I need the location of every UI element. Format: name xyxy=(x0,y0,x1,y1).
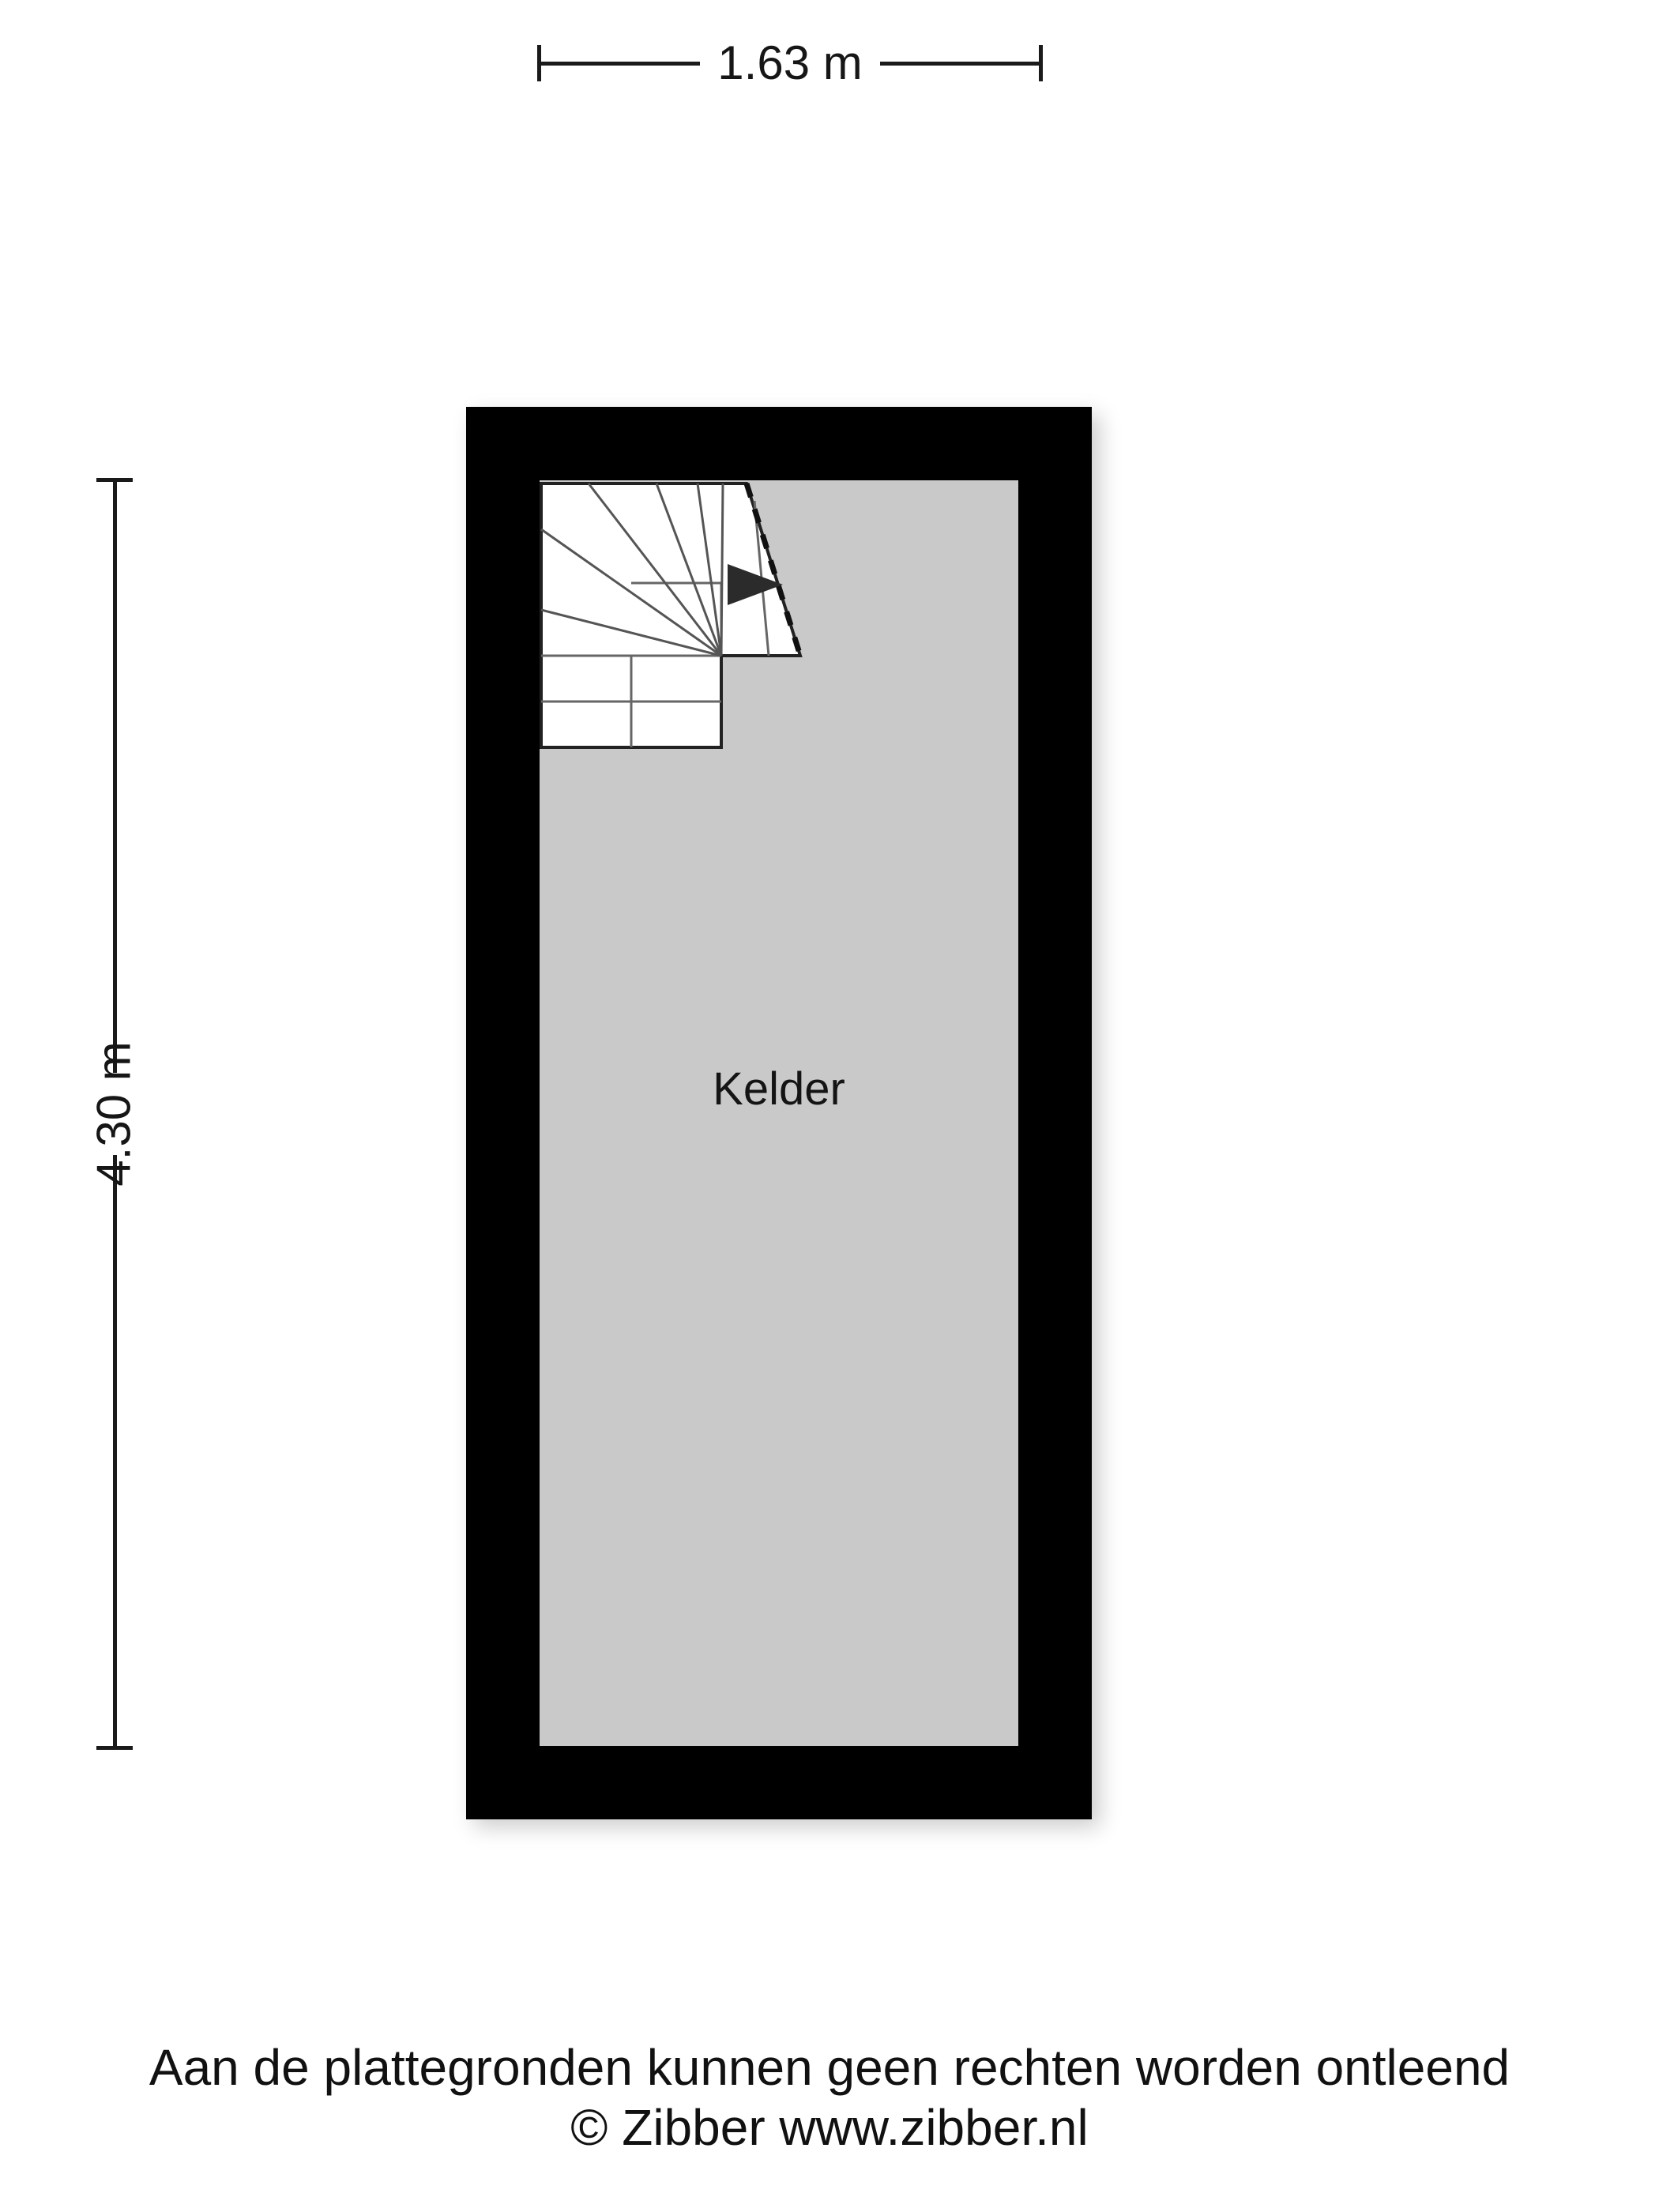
height-dimension-tick-bottom xyxy=(96,1746,133,1750)
height-dimension-label: 4.30 m xyxy=(88,1041,141,1187)
height-dimension-tick-top xyxy=(96,478,133,482)
height-dimension: 4.30 m xyxy=(71,478,158,1750)
width-dimension-rule-right xyxy=(879,61,1039,66)
height-dimension-rule-bottom xyxy=(112,1155,117,1746)
staircase-winder-lines xyxy=(540,483,724,657)
floorplan-drawing: Kelder xyxy=(466,407,1092,1819)
height-dimension-rule-top xyxy=(112,482,117,1073)
staircase-cut-line xyxy=(743,482,803,657)
width-dimension-label: 1.63 m xyxy=(717,36,863,89)
room-label-kelder: Kelder xyxy=(713,1063,845,1115)
footer-copyright: © Zibber www.zibber.nl xyxy=(570,2098,1089,2156)
footer-disclaimer: Aan de plattegronden kunnen geen rechten… xyxy=(149,2039,1510,2096)
staircase xyxy=(540,482,879,750)
staircase-tread-lines xyxy=(541,654,721,747)
width-dimension-tick-left xyxy=(537,45,541,81)
width-dimension-rule-left xyxy=(541,61,701,66)
width-dimension: 1.63 m xyxy=(537,24,1043,103)
width-dimension-tick-right xyxy=(1039,45,1043,81)
direction-arrow-icon xyxy=(728,564,783,605)
footer: Aan de plattegronden kunnen geen rechten… xyxy=(0,2038,1659,2157)
